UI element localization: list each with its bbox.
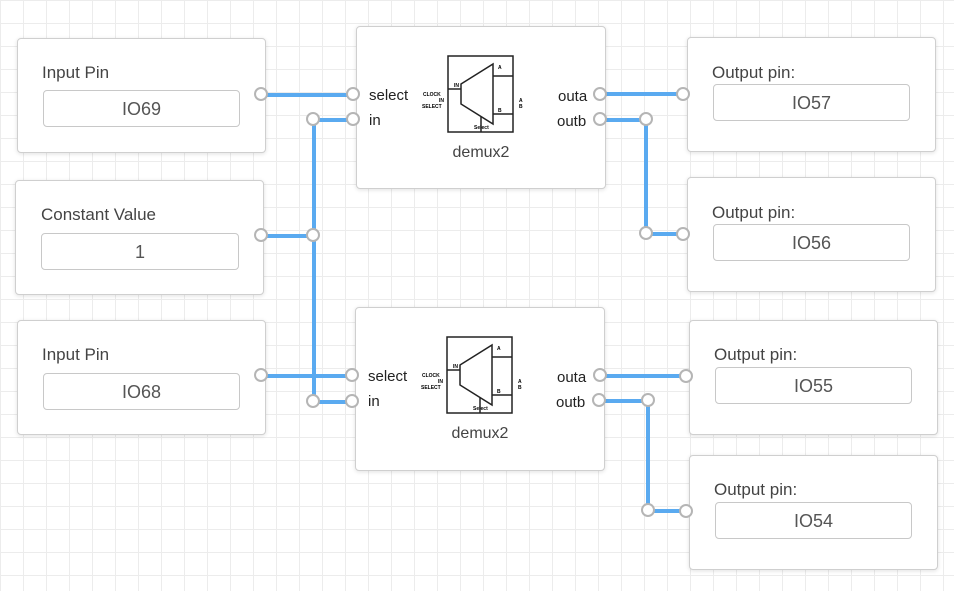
pin-value-field[interactable]: IO68 <box>43 373 240 410</box>
demux-node[interactable]: select in outa outb CLOCK IN SELECT IN A… <box>356 26 606 189</box>
node-title: Output pin: <box>712 203 796 222</box>
constant-value-field[interactable]: 1 <box>41 233 239 270</box>
demux-icon: CLOCK IN SELECT IN A B Select A B <box>422 55 523 133</box>
node-title: Input Pin <box>42 345 110 364</box>
port-label-outb: outb <box>556 394 586 411</box>
pin-value-field[interactable]: IO54 <box>715 502 912 539</box>
outb-port[interactable] <box>593 112 607 126</box>
node-title: Output pin: <box>714 480 798 499</box>
icon-text-select-bottom: Select <box>473 406 488 412</box>
junction-port[interactable] <box>639 226 653 240</box>
junction-port[interactable] <box>641 393 655 407</box>
input-port[interactable] <box>676 227 690 241</box>
icon-text-in: IN <box>438 379 443 385</box>
node-name: demux2 <box>451 425 509 442</box>
icon-text-b-outer: B <box>519 104 523 110</box>
port-label-select: select <box>369 87 409 104</box>
pin-value-field[interactable]: IO69 <box>43 90 240 127</box>
outa-port[interactable] <box>593 87 607 101</box>
icon-text-clock: CLOCK <box>422 373 440 379</box>
junction-port[interactable] <box>641 503 655 517</box>
constant-value-node[interactable]: Constant Value 1 <box>15 180 264 295</box>
icon-text-clock: CLOCK <box>423 92 441 98</box>
output-pin-node[interactable]: Output pin: IO56 <box>687 177 936 292</box>
select-input-port[interactable] <box>346 87 360 101</box>
icon-text-b-outer: B <box>518 385 522 391</box>
output-pin-node[interactable]: Output pin: IO54 <box>689 455 938 570</box>
pin-value-field[interactable]: IO56 <box>713 224 910 261</box>
output-port[interactable] <box>254 228 268 242</box>
pin-value-field[interactable]: IO57 <box>713 84 910 121</box>
junction-port[interactable] <box>306 228 320 242</box>
junction-port[interactable] <box>639 112 653 126</box>
icon-text-b: B <box>498 108 502 114</box>
port-label-outb: outb <box>557 113 587 130</box>
input-pin-node[interactable]: Input Pin IO69 <box>17 38 266 153</box>
output-pin-node[interactable]: Output pin: IO57 <box>687 37 936 152</box>
port-label-select: select <box>368 368 408 385</box>
output-port[interactable] <box>254 87 268 101</box>
input-port[interactable] <box>676 87 690 101</box>
junction-port[interactable] <box>306 112 320 126</box>
demux-icon: CLOCK IN SELECT IN A B Select A B <box>421 336 522 414</box>
node-title: Output pin: <box>714 345 798 364</box>
input-port[interactable] <box>679 369 693 383</box>
icon-text-select-bottom: Select <box>474 125 489 131</box>
outa-port[interactable] <box>593 368 607 382</box>
icon-text-in2: IN <box>454 83 459 89</box>
icon-text-select: SELECT <box>421 385 441 391</box>
junction-port[interactable] <box>306 394 320 408</box>
node-name: demux2 <box>452 144 510 161</box>
input-port[interactable] <box>679 504 693 518</box>
icon-text-a: A <box>498 65 502 71</box>
wire-outb1 <box>599 118 685 236</box>
wire-outb2 <box>599 399 688 513</box>
outb-port[interactable] <box>592 393 606 407</box>
in-input-port[interactable] <box>346 112 360 126</box>
port-label-outa: outa <box>557 369 587 386</box>
node-title: Output pin: <box>712 63 796 82</box>
output-port[interactable] <box>254 368 268 382</box>
port-label-outa: outa <box>558 88 588 105</box>
demux-node[interactable]: select in outa outb CLOCK IN SELECT IN A… <box>355 307 605 471</box>
select-input-port[interactable] <box>345 368 359 382</box>
input-pin-node[interactable]: Input Pin IO68 <box>17 320 266 435</box>
icon-text-a: A <box>497 346 501 352</box>
port-label-in: in <box>368 393 380 410</box>
icon-text-a-outer: A <box>518 379 522 385</box>
pin-value-field[interactable]: IO55 <box>715 367 912 404</box>
output-pin-node[interactable]: Output pin: IO55 <box>689 320 938 435</box>
icon-text-select: SELECT <box>422 104 442 110</box>
icon-text-a-outer: A <box>519 98 523 104</box>
icon-text-in: IN <box>439 98 444 104</box>
in-input-port[interactable] <box>345 394 359 408</box>
node-title: Input Pin <box>42 63 110 82</box>
node-title: Constant Value <box>41 205 156 224</box>
port-label-in: in <box>369 112 381 129</box>
icon-text-in2: IN <box>453 364 458 370</box>
icon-text-b: B <box>497 389 501 395</box>
